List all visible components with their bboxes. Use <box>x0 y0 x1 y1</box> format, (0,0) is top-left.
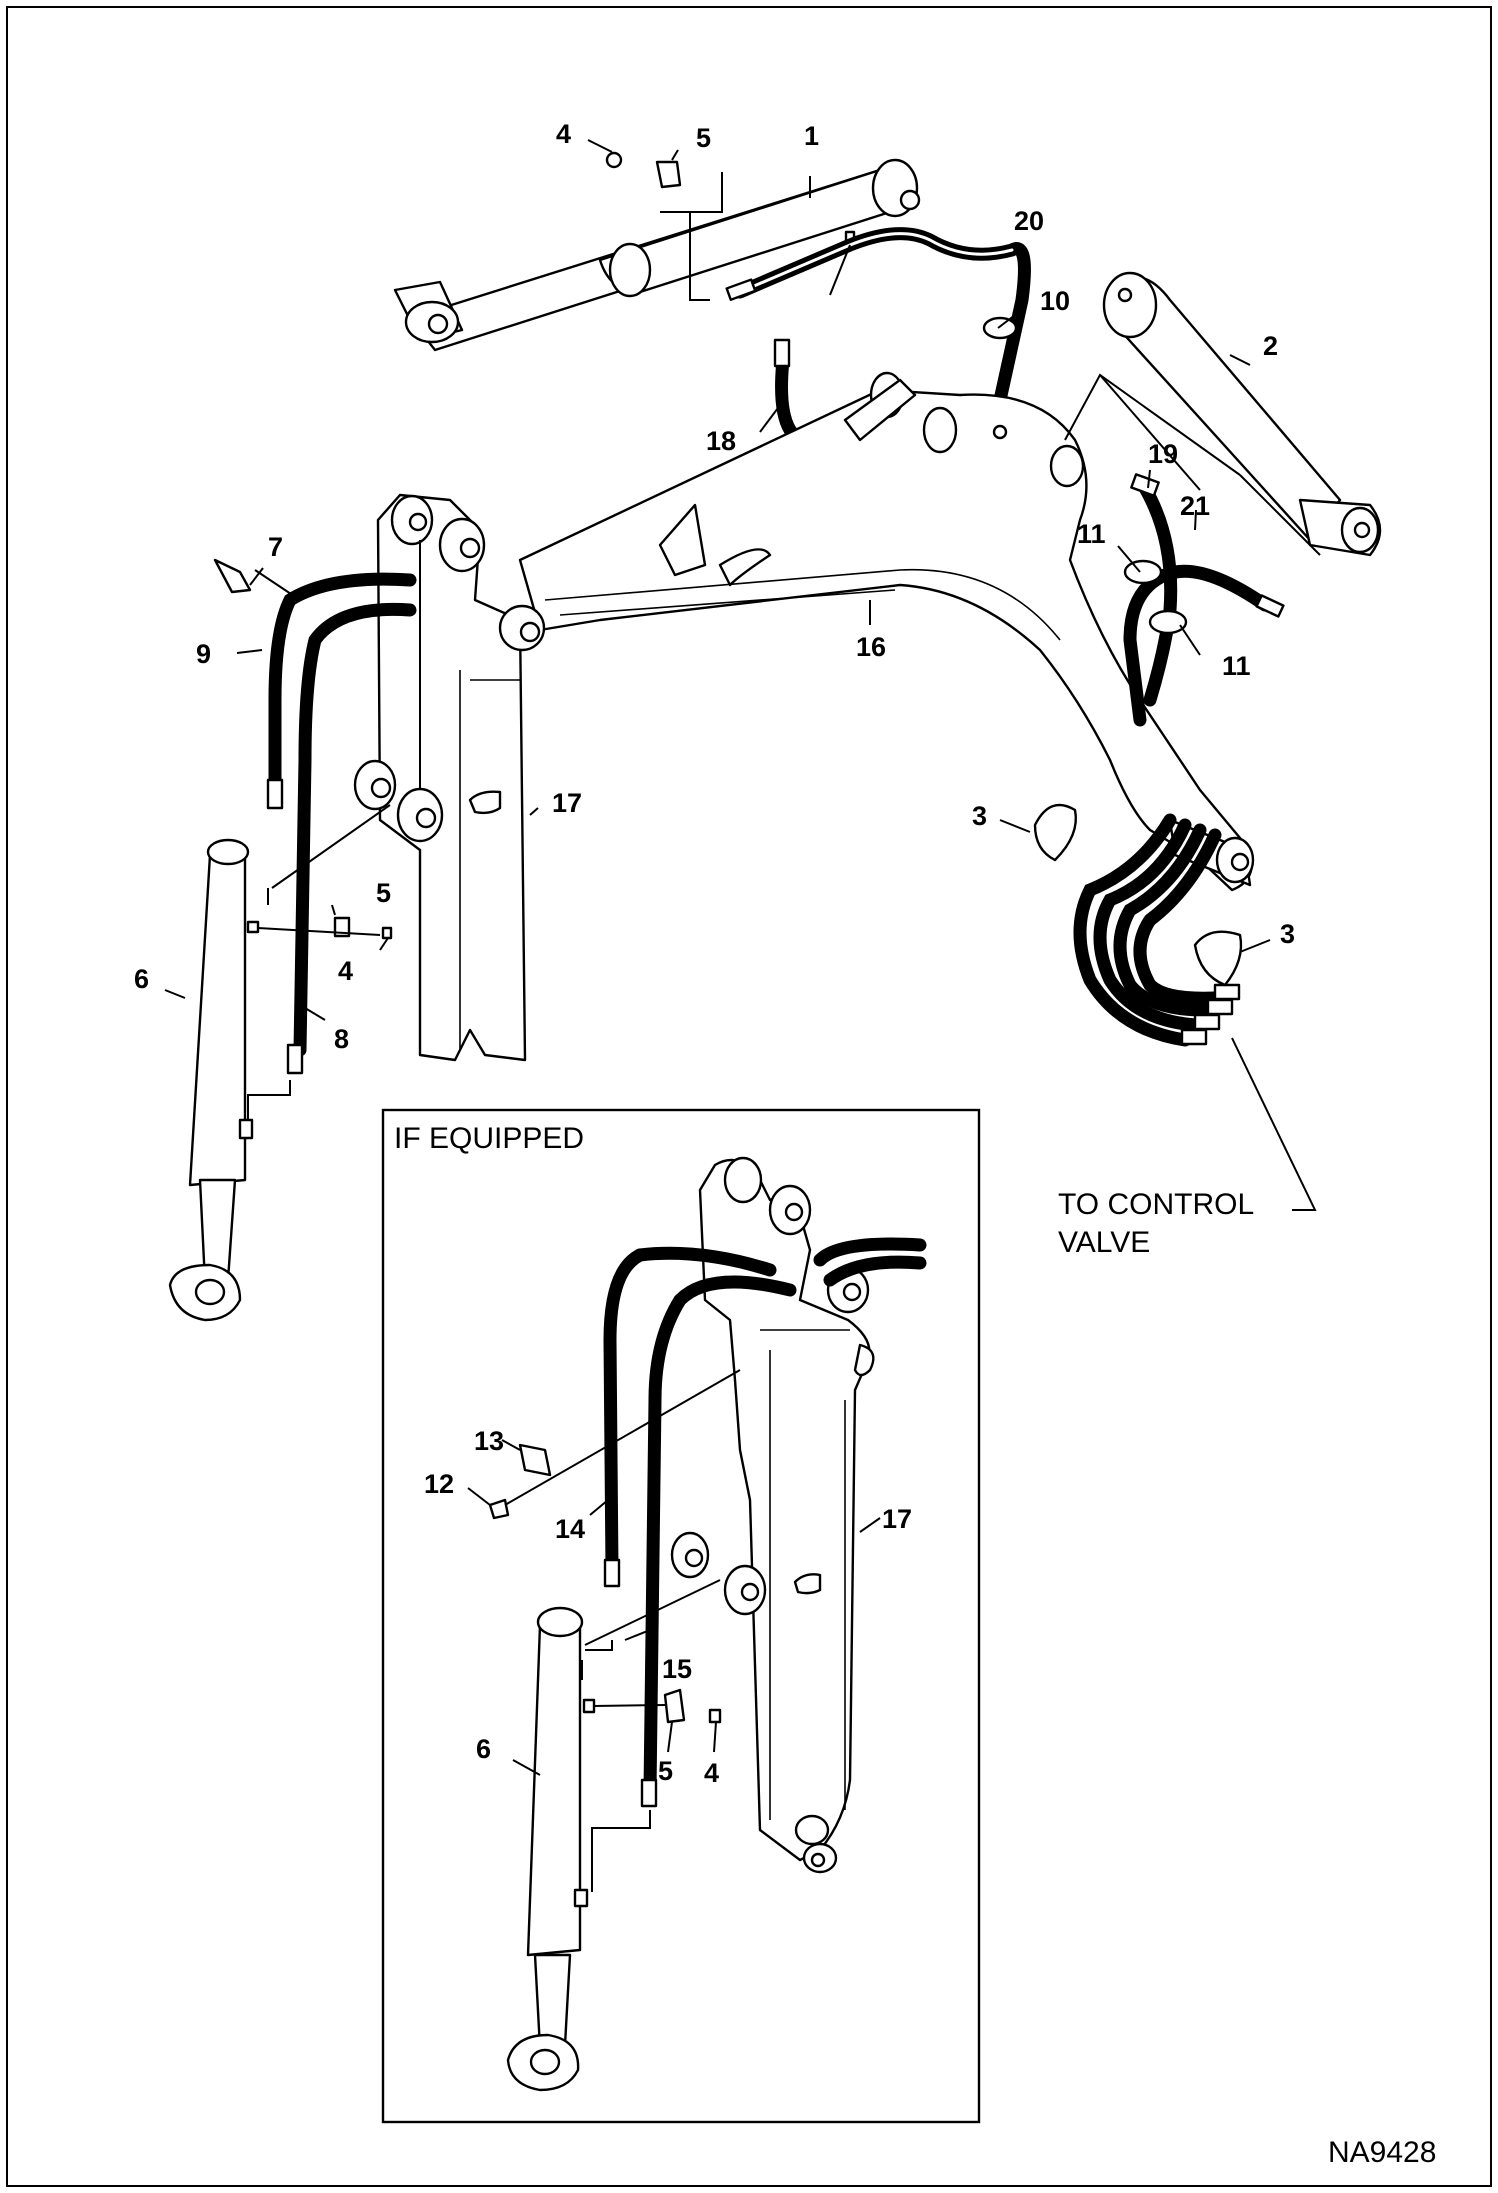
inset-hoses <box>603 1237 927 1808</box>
callout-5b: 5 <box>376 878 391 908</box>
callout-5a: 5 <box>696 123 711 153</box>
bucket-hoses <box>1073 813 1241 1047</box>
arm <box>353 493 546 1062</box>
callout-6a: 6 <box>134 964 149 994</box>
callout-21: 21 <box>1180 491 1210 521</box>
callout-20: 20 <box>1014 206 1044 236</box>
page-border <box>6 6 1492 2187</box>
callout-4c: 4 <box>704 1758 719 1788</box>
callout-4b: 4 <box>338 956 353 986</box>
inset-title: IF EQUIPPED <box>394 1122 584 1155</box>
callout-labels: 1 2 3 3 4 4 4 5 5 5 6 6 7 8 9 10 11 11 1… <box>134 119 1295 1788</box>
inset-hardware <box>488 1443 722 1724</box>
inset-frame <box>381 1108 981 2124</box>
arm-cylinder <box>168 838 254 1322</box>
inset-arm-cylinder <box>506 1606 589 2092</box>
callout-8: 8 <box>334 1024 349 1054</box>
callout-18: 18 <box>706 426 736 456</box>
callout-6b: 6 <box>476 1734 491 1764</box>
hose-20 <box>725 227 1031 407</box>
callout-3a: 3 <box>972 801 987 831</box>
control-valve-label-line2: VALVE <box>1058 1226 1150 1259</box>
callout-16: 16 <box>856 632 886 662</box>
callout-12: 12 <box>424 1469 454 1499</box>
callout-14: 14 <box>555 1514 585 1544</box>
callout-19: 19 <box>1148 439 1178 469</box>
callout-2: 2 <box>1263 331 1278 361</box>
inset-arm <box>670 1156 875 1874</box>
boom-cylinder <box>393 158 921 352</box>
figure-id: NA9428 <box>1328 2136 1436 2169</box>
small-hardware <box>213 151 1243 987</box>
callout-7: 7 <box>268 532 283 562</box>
leader-lines <box>164 139 1321 1211</box>
callout-9: 9 <box>196 639 211 669</box>
callout-17a: 17 <box>552 788 582 818</box>
callout-11a: 11 <box>1077 519 1106 549</box>
callout-15: 15 <box>662 1654 692 1684</box>
boom <box>518 371 1255 892</box>
callout-10: 10 <box>1040 286 1070 316</box>
callout-13: 13 <box>474 1426 504 1456</box>
callout-3b: 3 <box>1280 919 1295 949</box>
callout-4a: 4 <box>556 119 571 149</box>
callout-11b: 11 <box>1222 651 1251 681</box>
hoses-8-9 <box>266 572 417 1075</box>
control-valve-label-line1: TO CONTROL <box>1058 1188 1254 1221</box>
callout-5c: 5 <box>658 1756 673 1786</box>
inset-leader-lines <box>467 1369 881 1892</box>
callout-1: 1 <box>804 121 819 151</box>
bucket-cylinder <box>1102 271 1382 557</box>
callout-17b: 17 <box>882 1504 912 1534</box>
